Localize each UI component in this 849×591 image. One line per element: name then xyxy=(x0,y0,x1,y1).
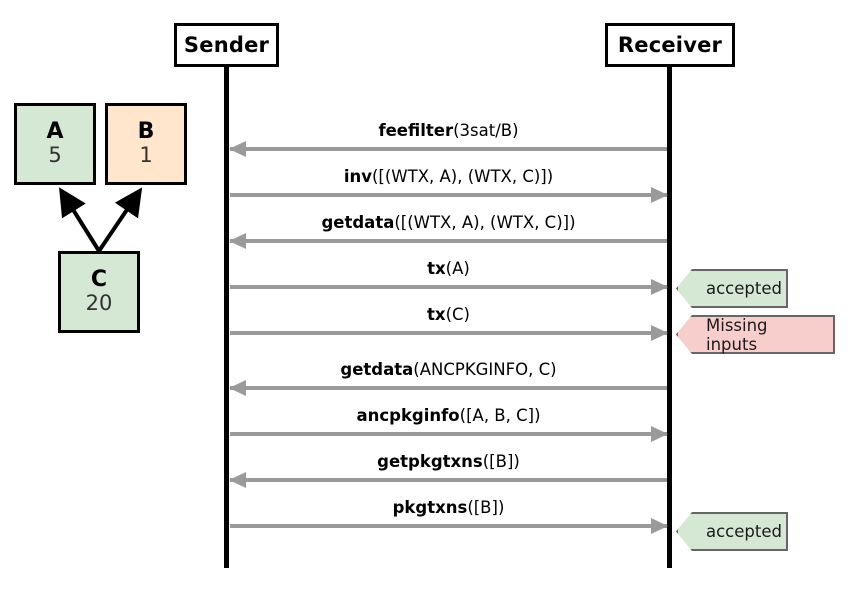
message-args-3: (A) xyxy=(445,259,470,278)
actor-label-sender: Sender xyxy=(183,33,270,57)
message-args-5: (ANCPKGINFO, C) xyxy=(413,360,557,379)
message-args-7: ([B]) xyxy=(482,452,520,471)
message-command-8: pkgtxns xyxy=(392,498,468,517)
message-command-4: tx xyxy=(427,305,446,324)
dependency-arrow-c-to-a xyxy=(59,187,101,253)
message-command-5: getdata xyxy=(340,360,414,379)
arrow-head-right-icon xyxy=(651,518,668,534)
actor-box-sender[interactable]: Sender xyxy=(174,23,279,67)
message-label-0: feefilter(3sat/B) xyxy=(230,121,667,140)
message-label-4: tx(C) xyxy=(230,305,667,324)
actor-box-receiver[interactable]: Receiver xyxy=(605,23,735,67)
message-label-1: inv([(WTX, A), (WTX, C)]) xyxy=(230,167,667,186)
message-line-3 xyxy=(230,279,668,295)
arrow-head-right-icon xyxy=(651,325,668,341)
arrow-head-left-icon xyxy=(229,380,246,396)
message-command-7: getpkgtxns xyxy=(377,452,483,471)
dependency-arrow-c-to-b xyxy=(97,187,143,253)
arrow-head-right-icon xyxy=(651,279,668,295)
message-command-0: feefilter xyxy=(378,121,454,140)
message-args-2: ([(WTX, A), (WTX, C)]) xyxy=(394,213,576,232)
message-label-6: ancpkginfo([A, B, C]) xyxy=(230,406,667,425)
tx-node-b-name: B xyxy=(137,119,155,145)
message-line-2 xyxy=(229,233,667,249)
status-callout-label: accepted xyxy=(706,279,782,298)
status-callout-missing-inputs-tx-c[interactable]: Missing inputs xyxy=(676,315,835,354)
tx-node-a[interactable]: A 5 xyxy=(14,103,96,185)
message-line-8 xyxy=(230,518,668,534)
message-line-0 xyxy=(229,141,667,157)
status-callout-label: Missing inputs xyxy=(706,315,768,354)
message-line-5 xyxy=(229,380,667,396)
message-args-1: ([(WTX, A), (WTX, C)]) xyxy=(372,167,554,186)
message-line-1 xyxy=(230,187,668,203)
tx-node-b[interactable]: B 1 xyxy=(105,103,187,185)
arrow-head-left-icon xyxy=(229,472,246,488)
lifeline-receiver xyxy=(667,67,672,568)
message-command-3: tx xyxy=(427,259,446,278)
message-line-4 xyxy=(230,325,668,341)
status-callout-accepted-package[interactable]: accepted xyxy=(676,512,788,551)
message-command-1: inv xyxy=(343,167,372,186)
tx-node-c-name: C xyxy=(90,267,108,293)
message-command-2: getdata xyxy=(321,213,395,232)
message-line-6 xyxy=(230,426,668,442)
message-args-4: (C) xyxy=(445,305,470,324)
message-args-8: ([B]) xyxy=(467,498,505,517)
message-label-3: tx(A) xyxy=(230,259,667,278)
tx-node-c-value: 20 xyxy=(85,291,113,316)
arrow-head-left-icon xyxy=(229,141,246,157)
status-callout-accepted-tx-a[interactable]: accepted xyxy=(676,269,788,308)
lifeline-sender xyxy=(224,67,229,568)
tx-node-a-value: 5 xyxy=(48,143,62,168)
message-label-2: getdata([(WTX, A), (WTX, C)]) xyxy=(230,213,667,232)
tx-node-b-value: 1 xyxy=(139,143,153,168)
status-callout-label: accepted xyxy=(706,522,782,541)
message-command-6: ancpkginfo xyxy=(356,406,460,425)
message-args-0: (3sat/B) xyxy=(453,121,519,140)
message-label-7: getpkgtxns([B]) xyxy=(230,452,667,471)
tx-node-c[interactable]: C 20 xyxy=(58,251,140,333)
message-label-8: pkgtxns([B]) xyxy=(230,498,667,517)
actor-label-receiver: Receiver xyxy=(617,33,723,57)
arrow-head-right-icon xyxy=(651,187,668,203)
tx-node-a-name: A xyxy=(46,119,64,145)
arrow-head-right-icon xyxy=(651,426,668,442)
message-label-5: getdata(ANCPKGINFO, C) xyxy=(230,360,667,379)
arrow-head-left-icon xyxy=(229,233,246,249)
message-line-7 xyxy=(229,472,667,488)
message-args-6: ([A, B, C]) xyxy=(459,406,541,425)
